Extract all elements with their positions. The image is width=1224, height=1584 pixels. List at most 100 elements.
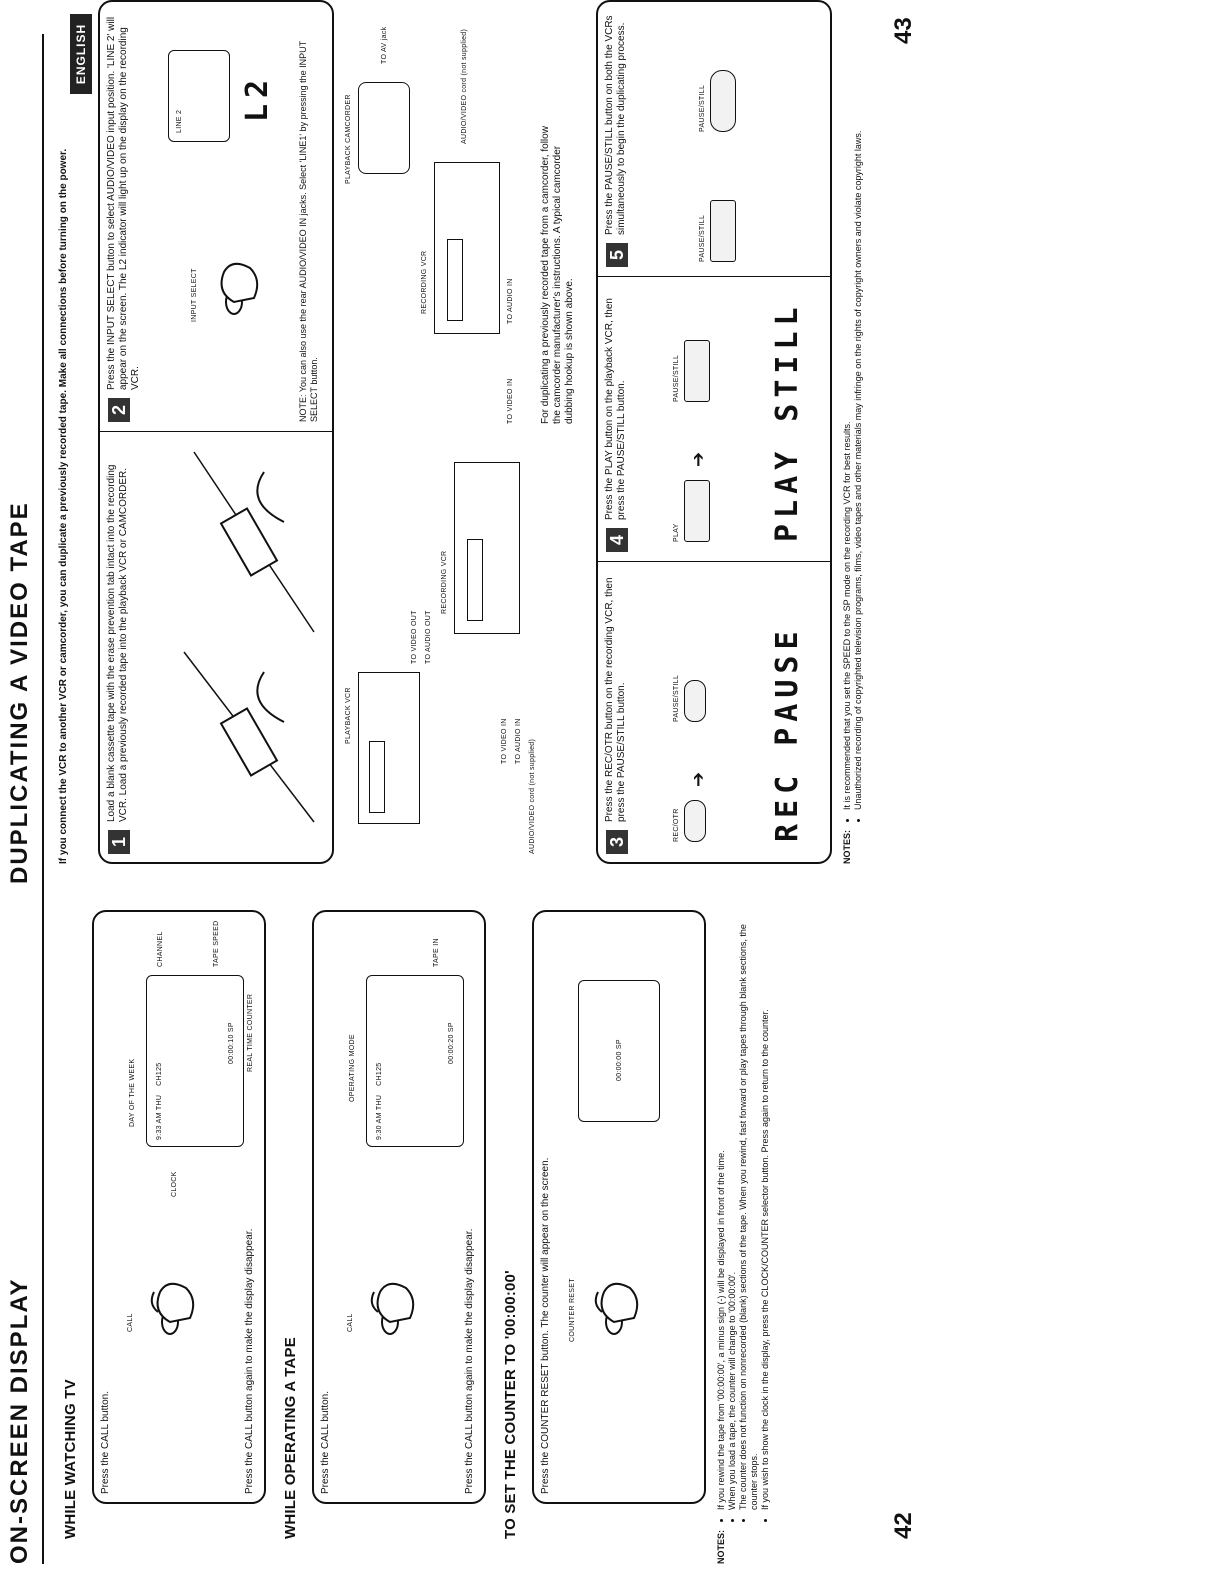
screen-line2-text: LINE 2 [176, 109, 183, 133]
section-heading-counter: TO SET THE COUNTER TO '00:00:00' [502, 1270, 519, 1539]
steps-3-5-box: 3 Press the REC/OTR button on the record… [596, 0, 832, 864]
operating-footer: Press the CALL button again to make the … [464, 1228, 475, 1494]
pause-still-label: PAUSE/STILL [673, 674, 680, 722]
label-av-cord-2: AUDIO/VIDEO cord (not supplied) [461, 28, 468, 144]
label-tape-in: TAPE IN [433, 938, 440, 967]
step1-text: Load a blank cassette tape with the eras… [106, 464, 129, 822]
hand-press-icon [150, 1282, 195, 1335]
step-number-5: 5 [606, 243, 628, 267]
camcorder-drawing [358, 82, 410, 174]
step-number-3: 3 [606, 830, 628, 854]
english-language-tab: ENGLISH [70, 14, 92, 94]
page-header-right: DUPLICATING A VIDEO TAPE [6, 501, 33, 884]
cassette-slot [467, 539, 483, 621]
pause-still-button-drawing-2 [684, 340, 710, 402]
step2-text: Press the INPUT SELECT button to select … [106, 16, 141, 390]
step-number-1: 1 [108, 830, 130, 854]
camcorder-dubbing-text: For duplicating a previously recorded ta… [540, 126, 575, 424]
pause-still-label-4: PAUSE/STILL [699, 84, 706, 132]
pause-still-button-drawing-4 [710, 70, 736, 132]
label-av-cord: AUDIO/VIDEO cord (not supplied) [529, 738, 536, 854]
recording-vcr-drawing [454, 462, 520, 634]
counter-reset-label: COUNTER RESET [569, 1278, 576, 1342]
pause-still-label-2: PAUSE/STILL [673, 354, 680, 402]
vcr-to-vcr-diagram: PLAYBACK VCR TO VIDEO OUT TO AUDIO OUT R… [340, 434, 540, 864]
operating-instr: Press the CALL button. [320, 1390, 331, 1494]
operating-box: Press the CALL button. CALL OPERATING MO… [312, 910, 486, 1504]
label-to-audio-in: TO AUDIO IN [515, 718, 522, 764]
watching-footer: Press the CALL button again to make the … [244, 1228, 255, 1494]
watching-tv-box: Press the CALL button. CALL DAY OF THE W… [92, 910, 266, 1504]
divider [598, 276, 830, 277]
divider [598, 561, 830, 562]
line2-screen: LINE 2 [168, 50, 230, 142]
section-heading-watching: WHILE WATCHING TV [62, 1379, 79, 1539]
play-label: PLAY [673, 523, 680, 542]
step-number-4: 4 [606, 528, 628, 552]
step3-text: Press the REC/OTR button on the recordin… [604, 577, 627, 822]
notes-right: It is recommended that you set the SPEED… [842, 10, 864, 822]
label-to-av-jack: TO AV jack [381, 26, 388, 64]
page-header-left: ON-SCREEN DISPLAY [6, 1277, 33, 1565]
hand-press-icon [220, 262, 259, 315]
arrow-right-icon: ➔ [688, 451, 708, 467]
lcd-rec-pause: REC PAUSE [770, 625, 805, 842]
recording-vcr-drawing-2 [434, 162, 500, 334]
pause-still-button-drawing [684, 680, 706, 722]
call-label-2: CALL [347, 1313, 354, 1332]
rec-otr-label: REC/OTR [673, 808, 680, 842]
note-item: It is recommended that you set the SPEED… [842, 10, 853, 810]
label-to-audio-in-2: TO AUDIO IN [507, 278, 514, 324]
label-to-video-in-2: TO VIDEO IN [507, 378, 514, 424]
arrow-right-icon: ➔ [688, 771, 708, 787]
osd-screen-counter: 00:00:00 SP [578, 980, 660, 1122]
osd-counter-2: 00:00:20 SP [448, 1022, 455, 1064]
note-item: If you wish to show the clock in the dis… [760, 900, 771, 1510]
pause-still-button-drawing-3 [710, 200, 736, 262]
intro-text: If you connect the VCR to another VCR or… [58, 148, 69, 864]
playback-vcr-drawing [358, 672, 420, 824]
osd-counter: 00:00:10 SP [228, 1022, 235, 1064]
counter-box: Press the COUNTER RESET button. The coun… [532, 910, 706, 1504]
label-clock: CLOCK [171, 1171, 178, 1197]
osd-screen-operating: 9:30 AM THU CH125 00:00:20 SP [366, 975, 464, 1147]
watching-instr: Press the CALL button. [100, 1390, 111, 1494]
camcorder-to-vcr-diagram: PLAYBACK CAMCORDER TO AV jack RECORDING … [340, 4, 540, 434]
section-heading-operating: WHILE OPERATING A TAPE [282, 1337, 299, 1539]
notes-label-left: NOTES: [716, 1529, 726, 1564]
label-channel: CHANNEL [157, 931, 164, 967]
label-recording-vcr-2: RECORDING VCR [421, 250, 428, 314]
lcd-play-still: PLAY STILL [770, 301, 805, 542]
note-item: When you load a tape, the counter will c… [727, 900, 738, 1510]
step4-text: Press the PLAY button on the playback VC… [604, 298, 627, 520]
pause-still-label-3: PAUSE/STILL [699, 214, 706, 262]
note-item: Unauthorized recording of copyrighted te… [853, 10, 864, 810]
label-day-of-week: DAY OF THE WEEK [129, 1058, 136, 1127]
cassette-slot [369, 741, 385, 813]
note-item: If you rewind the tape from '00:00:00', … [716, 900, 727, 1510]
cassette-slot [447, 239, 463, 321]
steps-1-2-box: 1 Load a blank cassette tape with the er… [98, 0, 334, 864]
osd-clock-line: 9:33 AM THU CH125 [156, 1062, 163, 1140]
label-to-audio-out: TO AUDIO OUT [425, 610, 432, 664]
input-select-label: INPUT SELECT [191, 268, 198, 322]
lcd-l2: L2 [240, 73, 275, 122]
label-operating-mode: OPERATING MODE [349, 1034, 356, 1102]
label-playback-vcr: PLAYBACK VCR [345, 687, 352, 744]
label-tape-speed: TAPE SPEED [213, 920, 220, 967]
osd-counter-reset: 00:00:00 SP [616, 1039, 623, 1081]
label-playback-camcorder: PLAYBACK CAMCORDER [345, 94, 352, 184]
call-label: CALL [127, 1313, 134, 1332]
counter-instr: Press the COUNTER RESET button. The coun… [540, 1157, 551, 1494]
label-to-video-out: TO VIDEO OUT [411, 610, 418, 664]
osd-screen-watching: 9:33 AM THU CH125 00:00:10 SP [146, 975, 244, 1147]
page-number-left: 42 [890, 1512, 917, 1539]
osd-clock-line-2: 9:30 AM THU CH125 [376, 1062, 383, 1140]
step2-note: NOTE: You can also use the rear AUDIO/VI… [298, 41, 319, 422]
label-recording-vcr: RECORDING VCR [441, 550, 448, 614]
load-cassette-illustration [183, 451, 315, 823]
page-number-right: 43 [890, 17, 917, 44]
label-real-time-counter: REAL TIME COUNTER [247, 993, 254, 1072]
hand-press-icon [594, 1282, 639, 1335]
header-rule [42, 34, 44, 1564]
